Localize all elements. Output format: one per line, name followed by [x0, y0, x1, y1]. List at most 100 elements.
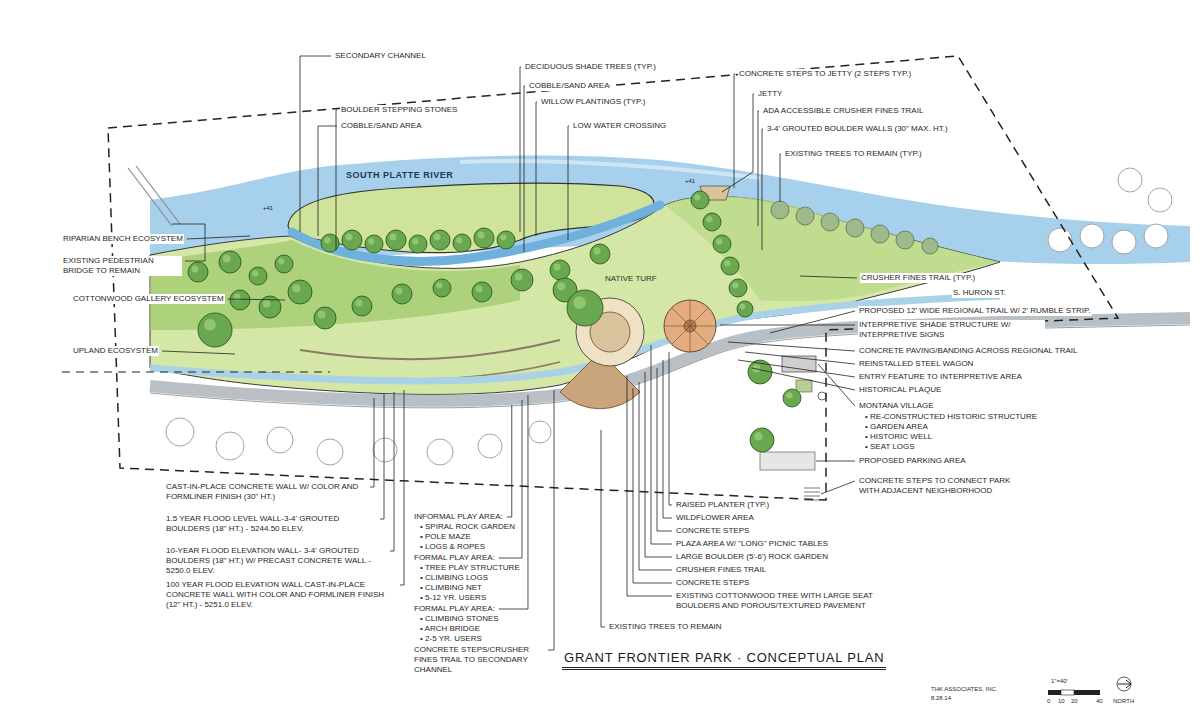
parking-area	[760, 452, 815, 470]
plan-title: GRANT FRONTIER PARK · CONCEPTUAL PLAN	[562, 650, 886, 670]
callout-label: • CLIMBING NET	[419, 583, 483, 593]
callout-label: RIPARIAN BENCH ECOSYSTEM	[62, 234, 184, 244]
leader-line	[657, 368, 672, 531]
scale-segment	[1061, 690, 1074, 695]
tree-highlight	[557, 282, 565, 290]
tree-canopy	[472, 282, 492, 302]
tree-highlight	[594, 248, 601, 255]
leader-line	[816, 461, 855, 462]
scale-segment	[1048, 690, 1061, 695]
callout-label: PLAZA AREA W/ "LONG" PICNIC TABLES	[675, 539, 829, 549]
tree-highlight	[223, 255, 231, 263]
leader-line	[639, 382, 672, 570]
tree-highlight	[346, 234, 353, 241]
map-label: SOUTH PLATTE RIVER	[345, 170, 454, 180]
river-island	[288, 183, 654, 252]
callout-label: CONCRETE STEPS	[675, 526, 750, 536]
tree-canopy	[433, 279, 451, 297]
callout-label: • ARCH BRIDGE	[419, 624, 481, 634]
credit-text: 10	[1057, 698, 1066, 705]
tree-canopy	[497, 231, 515, 249]
leader-line	[380, 394, 384, 519]
callout-label: 1.5 YEAR FLOOD LEVEL WALL-3-4' GROUTED B…	[165, 514, 377, 534]
tree-highlight	[478, 232, 485, 239]
tree-canopy	[430, 230, 450, 250]
existing-tree	[216, 432, 244, 460]
callout-label: LOW WATER CROSSING	[572, 121, 667, 131]
tree-canopy	[342, 230, 362, 250]
tree-highlight	[436, 282, 442, 288]
callout-label: PROPOSED PARKING AREA	[858, 456, 967, 466]
credit-text: THK ASSOCIATES, INC.	[930, 686, 999, 693]
north-arrow	[1117, 677, 1131, 691]
shade-structure	[664, 300, 716, 352]
callout-label: • POLE MAZE	[419, 532, 472, 542]
tree-highlight	[390, 234, 397, 241]
existing-tree	[1148, 188, 1172, 212]
tree-highlight	[318, 311, 326, 319]
callout-label: • HISTORIC WELL	[864, 432, 933, 442]
existing-tree	[317, 439, 343, 465]
leader-line	[821, 481, 855, 494]
tree-canopy	[386, 230, 406, 250]
scale-bar	[1048, 690, 1100, 695]
leader-line	[818, 364, 855, 406]
tree-canopy	[691, 191, 709, 209]
tree-canopy	[713, 235, 731, 253]
tree-canopy	[922, 238, 938, 254]
leader-line	[228, 299, 285, 300]
tree-highlight	[740, 304, 746, 310]
tree-canopy	[314, 307, 336, 329]
callout-label: • SEAT LOGS	[864, 442, 916, 452]
leader-line	[770, 311, 855, 333]
tree-canopy	[796, 207, 814, 225]
callout-label: • 5-12 YR. USERS	[419, 593, 487, 603]
callout-label: • RE-CONSTRUCTED HISTORIC STRUCTURE	[864, 412, 1038, 422]
leader-line	[318, 126, 337, 236]
callout-label: CRUSHER FINES TRAIL (TYP.)	[860, 273, 976, 283]
callout-label: EXISTING TREES TO REMAIN	[608, 622, 722, 632]
callout-label: LARGE BOULDER (5'-6') ROCK GARDEN	[675, 552, 829, 562]
callout-label: REINSTALLED STEEL WAGON	[858, 359, 974, 369]
tree-highlight	[324, 237, 330, 243]
tree-highlight	[476, 286, 483, 293]
existing-tree	[1112, 230, 1136, 254]
callout-label: CONCRETE PAVING/BANDING ACROSS REGIONAL …	[858, 346, 1078, 356]
existing-tree	[427, 439, 453, 465]
tree-highlight	[573, 296, 586, 309]
tree-highlight	[292, 284, 300, 292]
tree-highlight	[456, 237, 462, 243]
callout-label: CONCRETE STEPS/CRUSHER FINES TRAIL TO SE…	[413, 645, 545, 675]
leader-line	[568, 126, 569, 240]
callout-label: INFORMAL PLAY AREA:	[413, 512, 504, 522]
tree-canopy	[275, 255, 293, 273]
tree-highlight	[554, 264, 561, 271]
tree-canopy	[771, 201, 789, 219]
leader-line	[728, 342, 855, 351]
leader-line	[370, 398, 374, 487]
callout-label: ADA ACCESSIBLE CRUSHER FINES TRAIL	[762, 106, 924, 116]
tree-canopy	[219, 251, 241, 273]
elevation-mark: +41	[262, 205, 274, 212]
tree-highlight	[263, 300, 271, 308]
historic-well	[818, 392, 826, 400]
tree-canopy	[750, 428, 774, 452]
leader-line	[651, 345, 672, 544]
callout-label: WILDFLOWER AREA	[675, 513, 755, 523]
tree-canopy	[590, 244, 610, 264]
leader-line	[720, 325, 855, 326]
tree-highlight	[412, 238, 418, 244]
callout-label: WILLOW PLANTINGS (TYP.)	[540, 97, 646, 107]
ecosystem-boundary	[62, 371, 330, 372]
existing-tree	[1048, 228, 1072, 252]
garden-area	[796, 380, 812, 392]
tree-canopy	[188, 262, 208, 282]
leader-line	[800, 276, 857, 278]
leader-line	[645, 372, 672, 557]
callout-label: 10-YEAR FLOOD ELEVATION WALL- 3-4' GROUT…	[165, 546, 387, 576]
existing-tree	[1118, 168, 1142, 192]
tree-canopy	[721, 257, 739, 275]
tree-canopy	[821, 213, 839, 231]
callout-label: DECIDUOUS SHADE TREES (TYP.)	[524, 62, 657, 72]
